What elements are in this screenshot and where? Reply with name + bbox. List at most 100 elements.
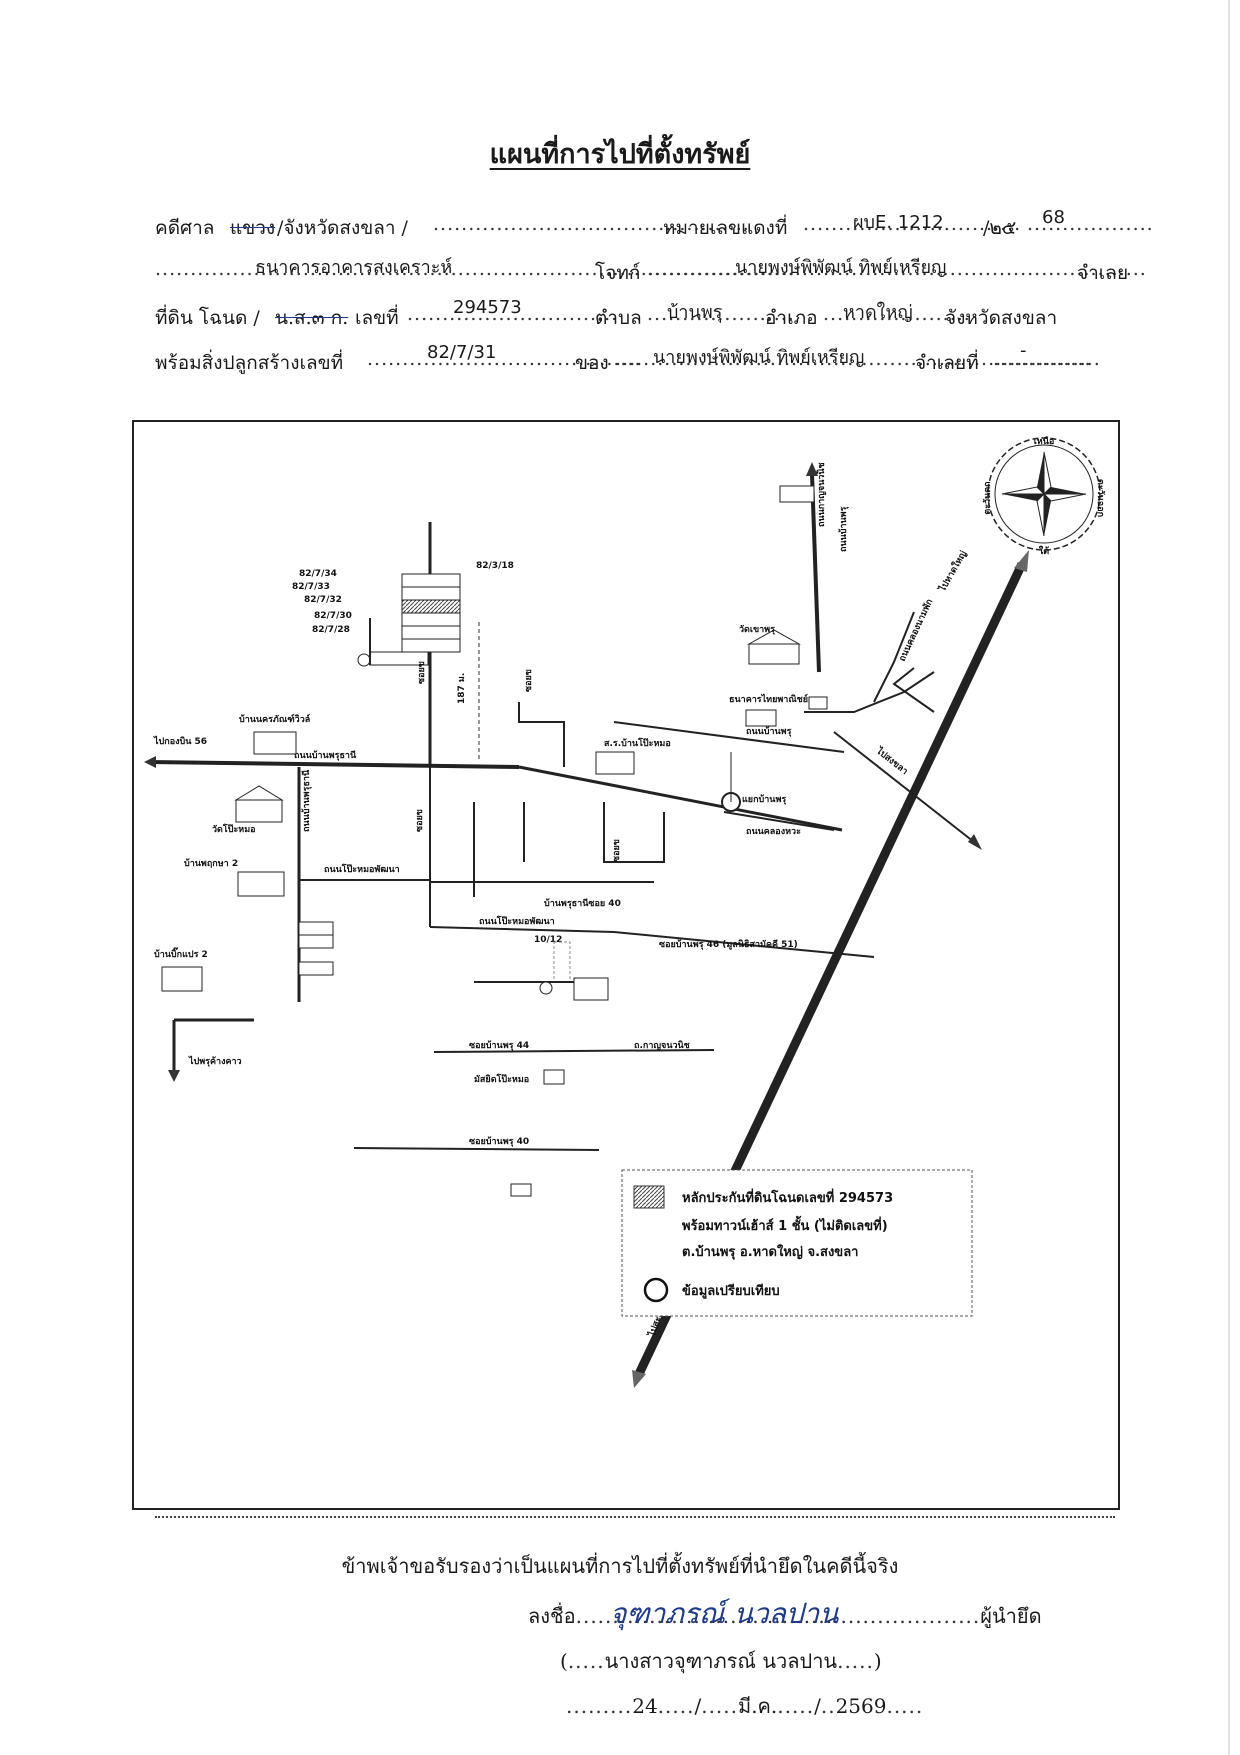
year-value: 68 [1042, 207, 1065, 228]
land-label: ที่ดิน โฉนด / [155, 307, 260, 329]
label-soi: ซอยข [417, 661, 427, 684]
label-road-kanchanawanit: ถ.กาญจนวนิช [634, 1040, 690, 1051]
road-soi-46 [613, 931, 875, 958]
plot-outline [553, 941, 571, 983]
label-lot-82730: 82/7/30 [314, 611, 352, 621]
road-bank [613, 721, 845, 753]
label-1012: 10/12 [534, 935, 562, 945]
label-banphru-40: บ้านพรุธานีซอย 40 [544, 898, 621, 909]
market-icon [595, 751, 635, 775]
year-sep: /๒๕ [983, 217, 1017, 239]
printed-name: นางสาวจุฑาภรณ์ นวลปาน [604, 1649, 838, 1673]
defendant-value: นายพงษ์พิพัฒน์ ทิพย์เหรียญ [735, 257, 947, 278]
bank-icon [745, 709, 777, 727]
form-line-land: ที่ดิน โฉนด / น.ส.๓ ก. เลขที่ ..........… [155, 297, 1135, 337]
district-value: หาดใหญ่ [843, 302, 913, 323]
owner-value: นายพงษ์พิพัฒน์ ทิพย์เหรียญ [653, 347, 865, 368]
village-pick-icon [161, 966, 203, 992]
compass-east: ตะวันออก [1095, 479, 1106, 517]
separator [155, 1516, 1115, 1518]
plaintiff-label: โจทก์ [595, 262, 641, 284]
form-line-building: พร้อมสิ่งปลูกสร้างเลขที่ ...............… [155, 340, 1135, 382]
owner-label: ของ [575, 352, 609, 374]
label-to-hatyai: ไปหาดใหญ่ [936, 548, 970, 594]
map-canvas: เหนือ ใต้ ตะวันออก ตะวันตก ไปหาดใหญ่ ไปส… [144, 435, 1106, 1388]
case-red-label: หมายเลขแดงที่ [663, 217, 788, 239]
building-south [510, 1183, 532, 1197]
case-red-value: ผบE. 1212 [853, 212, 944, 233]
label-to-songkhla: ไปสงขลา [873, 744, 910, 777]
province-label: จังหวัดสงขลา [945, 307, 1058, 329]
lots-stack [369, 573, 461, 666]
legend-circle [643, 1277, 669, 1303]
road-soi-loop [603, 802, 665, 863]
label-road-kanchanawanit-v: ถนนกาญจนวนิช [816, 462, 827, 527]
label-lot-82318: 82/3/18 [476, 561, 514, 571]
label-to-krongbin: ไปกองบิน 56 [153, 735, 207, 747]
bank-small-icon [808, 696, 828, 710]
arrow-south-highway [632, 1370, 646, 1388]
signer-role: ผู้นำยึด [980, 1604, 1042, 1628]
wat-pho-mo-roof-icon [234, 785, 284, 801]
road-east-west [518, 765, 843, 832]
plaintiff-value: ธนาคารอาคารสงเคราะห์ [255, 257, 453, 278]
compass-west: ตะวันตก [982, 481, 993, 514]
mosque-icon [543, 1069, 565, 1085]
arrow-southwest [168, 1070, 180, 1082]
label-soi-53: ซอยข [612, 839, 622, 862]
arrow-north-highway [1014, 550, 1029, 572]
label-road-v-banphru: ถนนบ้านพรุ [838, 506, 849, 552]
building-north [779, 485, 815, 503]
label-road-pho-mo: ถนนโป๊ะหมอพัฒนา [324, 863, 400, 875]
label-lot-82728: 82/7/28 [312, 625, 350, 635]
label-soi-46: ซอยบ้านพรุ 46 (มูลนิธิสามัคคี 51) [659, 939, 798, 950]
defendant-no-value: - [1020, 340, 1027, 361]
temple-icon [748, 643, 800, 665]
collateral-lot [401, 599, 461, 614]
road-soi-40 [353, 1147, 600, 1151]
date-year: 2569 [835, 1694, 887, 1718]
label-road-pho-rak: ถนนบ้านพรุ [746, 726, 792, 737]
label-wat-pho-mo: วัดโป๊ะหมอ [212, 823, 256, 835]
certification-statement: ข้าพเจ้าขอรับรองว่าเป็นแผนที่การไปที่ตั้… [341, 1554, 899, 1578]
label-ban-pick: บ้านบิ๊กแปร 2 [154, 947, 208, 960]
label-road-banphru-thani: ถนนบ้านพรุธานี [294, 750, 357, 761]
comparison-marker-1 [357, 653, 371, 667]
comparison-house-icon [573, 977, 609, 1001]
label-road-west: ถนนบ้านพรุธานี [301, 769, 312, 832]
legend-line-1: หลักประกันที่ดินโฉนดเลขที่ 294573 [682, 1188, 893, 1206]
road-bank-east [804, 671, 935, 713]
label-ban-nakhon-view: บ้านนครภัณฑ์วิวล์ [239, 713, 310, 725]
compass-south: ใต้ [1039, 545, 1049, 557]
label-market: ส.ร.บ้านโป๊ะหมอ [604, 737, 671, 749]
road-soi-east [518, 702, 565, 767]
road-intersection-east [723, 811, 835, 831]
district-label: อำเภอ [765, 307, 818, 329]
label-bank: ธนาคารไทยพาณิชย์ [729, 693, 808, 705]
road-banphru-thani [148, 760, 520, 769]
date-month: มี.ค. [738, 1694, 778, 1718]
defendant-no-label: จำเลยที่ [915, 352, 979, 374]
label-road-soi-east: ซอยข [524, 669, 534, 692]
date-row: .........24...../.....มี.ค....../..2569.… [566, 1694, 924, 1718]
road-pho-mo-2 [429, 926, 615, 933]
label-lot-82733: 82/7/33 [292, 582, 330, 592]
court-label: คดีศาล [155, 217, 215, 239]
legend: หลักประกันที่ดินโฉนดเลขที่ 294573 พร้อมท… [621, 1169, 973, 1317]
date-day: 24 [632, 1694, 658, 1718]
label-mosque: มัสยิดโป๊ะหมอ [474, 1073, 529, 1085]
west-lots [298, 921, 334, 976]
road-northeast [873, 611, 915, 703]
sign-label: ลงชื่อ [528, 1604, 576, 1628]
arrow-songkhla [968, 834, 982, 850]
label-lot-82732: 82/7/32 [304, 595, 342, 605]
arrow-west [144, 756, 156, 768]
court-struck: แขวง [230, 217, 276, 239]
compass-rose: เหนือ ใต้ ตะวันออก ตะวันตก [982, 435, 1106, 557]
temple-roof-icon [747, 629, 801, 645]
court-rest: /จังหวัดสงขลา / [277, 217, 408, 239]
comparison-marker-2 [539, 981, 553, 995]
form-line-court: คดีศาล แขวง /จังหวัดสงขลา / ............… [155, 207, 1153, 247]
label-to-phruchao: ไปพรุค้างคาว [188, 1055, 242, 1067]
form-line-parties: ........................................… [155, 257, 1146, 292]
